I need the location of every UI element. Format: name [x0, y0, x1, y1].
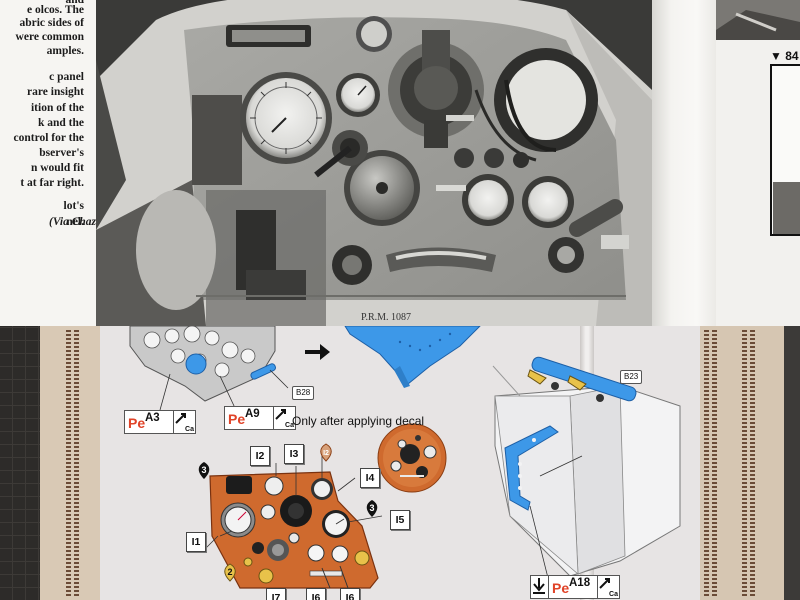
pe-part-badge: Pe A3 Ca [124, 410, 196, 434]
pe-part-badge: Pe A18 Ca [548, 575, 620, 599]
decal-marker: I2 [320, 443, 332, 462]
instrument-label: I1 [186, 532, 206, 552]
caption-line: nel. [66, 216, 84, 228]
sequence-marker: 2 [224, 563, 236, 582]
border-dots [750, 330, 755, 596]
sequence-marker: 3 [198, 462, 210, 479]
caption-line: n would fit [30, 162, 84, 174]
instruction-sheet: B28 B23 Pe A3 Ca Pe A9 Ca Pe A18 Ca [0, 326, 800, 600]
part-callout: B23 [620, 370, 643, 384]
photo-marking: P.R.M. 1087 [361, 312, 411, 323]
assembly-diagram [129, 326, 681, 589]
part-callout: B28 [292, 386, 315, 400]
svg-text:2: 2 [227, 567, 232, 577]
cockpit-photo: P.R.M. 1087 [96, 0, 652, 326]
instrument-label: I4 [360, 468, 380, 488]
caption-line: k and the [37, 117, 84, 129]
cutting-mat-right [784, 326, 800, 600]
fold-down-box [530, 575, 548, 599]
facing-page-photo [716, 0, 800, 48]
pe-part-badge: Pe A9 Ca [224, 406, 296, 430]
instrument-label: I6 [306, 588, 326, 600]
facing-page-caption: ▼ 84 [770, 49, 799, 63]
glue-tool-box: Ca [273, 407, 295, 429]
caption-line: were common [15, 31, 84, 43]
pe-prefix: Pe [228, 411, 246, 427]
caption-line: abric sides of [19, 17, 84, 29]
glue-tool-box: Ca [173, 411, 195, 433]
caption-line: and [65, 0, 84, 6]
border-dots [742, 330, 747, 596]
part-number: A18 [569, 577, 591, 589]
photo-credit: (Via Chaz [49, 216, 96, 228]
caption-line: t at far right. [20, 177, 84, 189]
sequence-marker: 3 [366, 500, 378, 517]
caption-line: rare insight [27, 86, 84, 98]
caption-line: e olcos. The [27, 4, 84, 16]
instrument-label: I7 [266, 588, 286, 600]
glue-tool-label: Ca [609, 591, 618, 598]
border-dots [704, 330, 709, 596]
caption-line: control for the [13, 132, 84, 144]
instrument-label: I3 [284, 444, 304, 464]
caption-line: ition of the [30, 102, 84, 114]
glue-arrow-icon [175, 413, 186, 424]
instrument-label: I2 [250, 446, 270, 466]
caption-line: amples. [46, 45, 84, 57]
caption-column: and e olcos. The abric sides of were com… [0, 0, 96, 328]
border-dots [74, 330, 79, 596]
glue-tool-label: Ca [185, 426, 194, 433]
caption-line: c panel [49, 71, 84, 83]
pe-prefix: Pe [128, 415, 146, 431]
caption-line: lot's [63, 200, 84, 212]
part-number: A9 [245, 408, 260, 420]
svg-text:I2: I2 [323, 450, 329, 457]
border-dots [66, 330, 71, 596]
instrument-label: I5 [390, 510, 410, 530]
glue-arrow-icon [599, 578, 610, 589]
facing-page-photo-small [773, 182, 800, 234]
cutting-mat-grid [0, 326, 40, 600]
caption-line: bserver's [39, 147, 84, 159]
instrument-label: I6 [340, 588, 360, 600]
pe-prefix: Pe [552, 580, 570, 596]
part-number: A3 [145, 412, 160, 424]
sheet-border-right [700, 326, 800, 600]
glue-tool-box: Ca [597, 576, 619, 598]
sheet-border-left [40, 326, 100, 600]
page-gutter [652, 0, 716, 328]
decal-note: Only after applying decal [292, 414, 425, 428]
svg-text:3: 3 [369, 503, 374, 513]
svg-text:3: 3 [201, 465, 206, 475]
border-dots [712, 330, 717, 596]
fold-arrow-icon [533, 578, 545, 594]
glue-arrow-icon [275, 409, 286, 420]
glue-tool-label: Ca [285, 422, 294, 429]
book-spread: and e olcos. The abric sides of were com… [0, 0, 800, 328]
